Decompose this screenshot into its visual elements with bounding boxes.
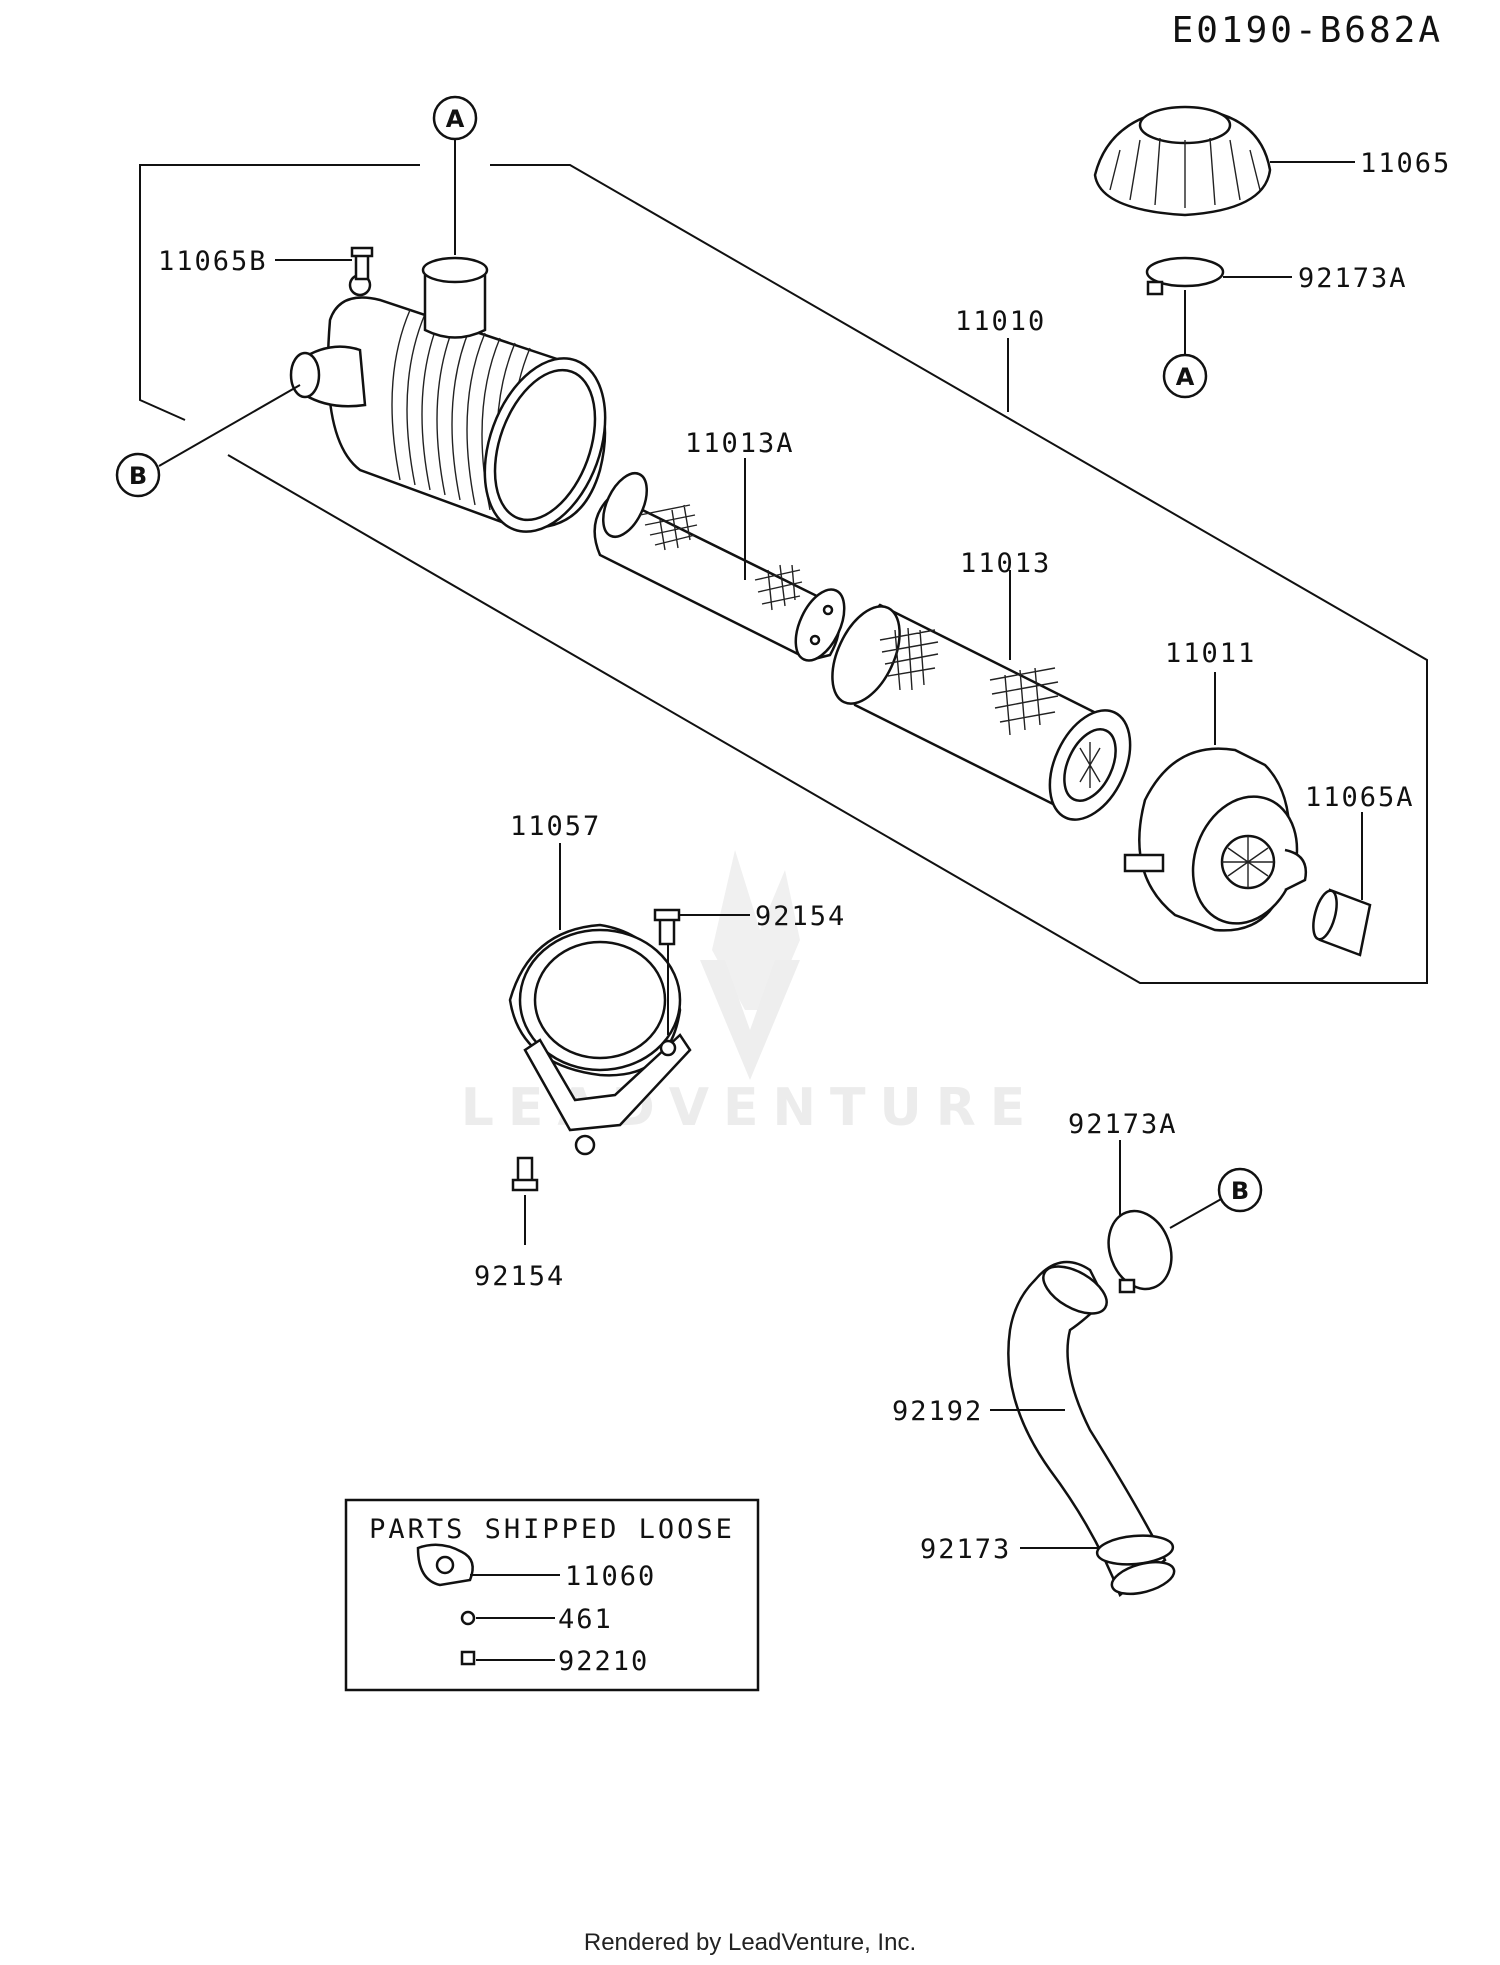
loose-item-2: 461 [558,1604,613,1635]
valve-11065a: 11065A [1305,782,1415,957]
label-92154-upper: 92154 [755,901,846,932]
assembly-outline [139,164,1428,984]
label-11065: 11065 [1360,148,1451,179]
label-11010: 11010 [955,306,1046,337]
ref-b-housing: B [115,384,301,498]
footer-credit: Rendered by LeadVenture, Inc. [584,1929,916,1956]
label-92173: 92173 [920,1534,1011,1565]
ref-b-hose: B [1169,1167,1263,1229]
label-11065a: 11065A [1305,782,1415,813]
bolt-92154-upper: 92154 [653,901,846,1035]
ref-b-housing-letter: B [129,462,147,490]
ref-a-housing: A [432,95,478,255]
clamp-92173: 92173 [920,1534,1175,1566]
label-92192: 92192 [892,1396,983,1427]
loose-item-3: 92210 [558,1646,649,1677]
label-11057: 11057 [510,811,601,842]
loose-box-title: PARTS SHIPPED LOOSE [369,1514,735,1545]
label-11065b: 11065B [158,246,268,277]
label-92173a-hose: 92173A [1068,1109,1178,1140]
parts-shipped-loose-box: PARTS SHIPPED LOOSE 11060 461 92210 [344,1498,760,1692]
bracket-11057: 11057 [508,811,692,1156]
ref-b-hose-letter: B [1231,1177,1249,1205]
clamp-92173a-top: 92173A [1145,256,1408,296]
hose-92192: 92192 [892,1260,1176,1598]
housing-ribs [391,309,531,519]
air-cleaner-housing [289,256,607,533]
element-inner-11013a: 11013A [593,428,846,662]
assembly-label: 11010 [955,306,1046,412]
ref-a-cap: A [1162,290,1208,399]
cap-11065: 11065 [1093,105,1451,217]
element-primary-11013: 11013 [831,548,1132,821]
bolt-11065b: 11065B [158,246,374,281]
label-11013a: 11013A [685,428,795,459]
label-92154-lower: 92154 [474,1261,565,1292]
diagram-code: E0190-B682A [1172,10,1443,51]
body-11011: 11011 [1123,638,1308,932]
ref-a-cap-letter: A [1176,363,1195,391]
ref-a-housing-letter: A [446,105,465,133]
clamp-92173a-hose: 92173A [1068,1109,1178,1294]
label-11011: 11011 [1165,638,1256,669]
bolt-92154-lower: 92154 [474,1156,565,1292]
label-92173a-top: 92173A [1298,263,1408,294]
label-11013: 11013 [960,548,1051,579]
loose-item-1: 11060 [565,1561,656,1592]
